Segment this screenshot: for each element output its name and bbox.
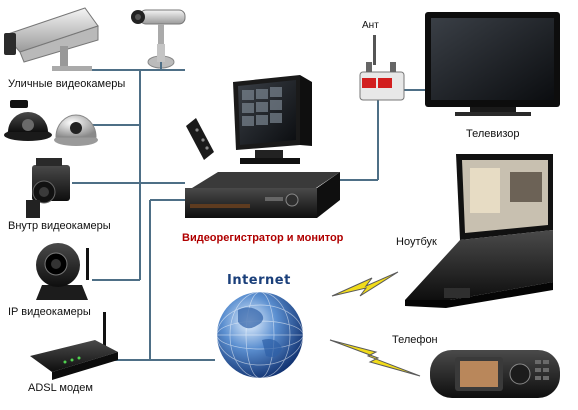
antenna-splitter-icon bbox=[359, 35, 405, 101]
adsl-modem-label: ADSL модем bbox=[28, 382, 93, 394]
indoor-box-camera-icon bbox=[26, 158, 70, 218]
black-dome-camera-icon bbox=[4, 100, 52, 141]
street-box-camera-icon bbox=[4, 7, 99, 71]
dvr-monitor-label: Видеорегистратор и монитор bbox=[182, 232, 344, 244]
antenna-label: Ант bbox=[362, 20, 379, 31]
laptop-label: Ноутбук bbox=[396, 236, 437, 248]
dvr-recorder-icon bbox=[185, 172, 340, 218]
remote-control-icon bbox=[186, 118, 214, 160]
wireless-lightning-phone-icon bbox=[329, 339, 421, 377]
internet-globe-icon bbox=[216, 291, 304, 379]
dvr-monitor-icon bbox=[233, 75, 312, 164]
laptop-icon bbox=[405, 154, 553, 308]
indoor-cameras-label: Внутр видеокамеры bbox=[8, 220, 111, 232]
internet-label: Internet bbox=[227, 273, 291, 288]
wireless-lightning-laptop-icon bbox=[331, 271, 399, 297]
ip-cameras-label: IP видеокамеры bbox=[8, 306, 91, 318]
phone-label: Телефон bbox=[392, 334, 438, 346]
mobile-phone-icon bbox=[430, 350, 560, 398]
adsl-modem-icon bbox=[30, 312, 118, 380]
white-dome-camera-icon bbox=[54, 114, 98, 146]
tv-icon bbox=[425, 12, 560, 116]
ip-camera-icon bbox=[36, 243, 89, 300]
tv-label: Телевизор bbox=[466, 128, 520, 140]
street-bullet-camera-icon bbox=[131, 9, 186, 69]
street-cameras-label: Уличные видеокамеры bbox=[8, 78, 126, 90]
